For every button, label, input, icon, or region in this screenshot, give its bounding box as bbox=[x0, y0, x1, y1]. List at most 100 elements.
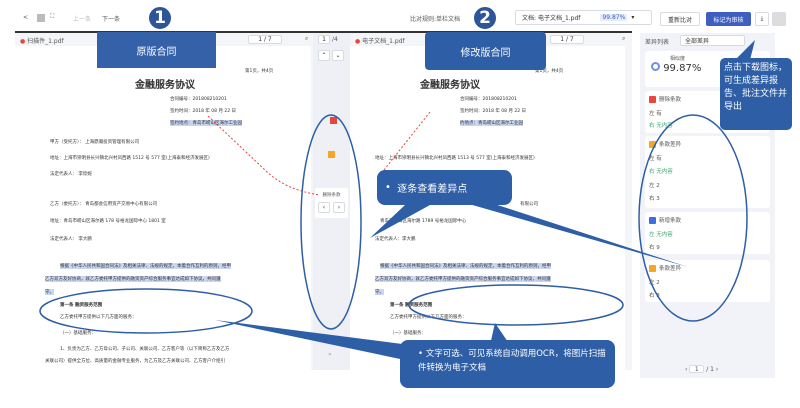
contract-no: 合同编号：201808210201 bbox=[170, 97, 227, 102]
up-arrow-button[interactable]: ⌃ bbox=[318, 50, 330, 61]
mark-done-button[interactable]: 标记为审核 bbox=[706, 12, 751, 26]
doc-line[interactable]: 守。 bbox=[45, 289, 54, 295]
highlight-ellipse bbox=[300, 114, 362, 330]
similarity-value: 99.87% bbox=[651, 62, 770, 74]
badge-2: 2 bbox=[472, 5, 498, 31]
highlight-ellipse bbox=[408, 284, 624, 326]
divider bbox=[15, 31, 632, 33]
prev-button[interactable]: 上一条 bbox=[73, 16, 92, 23]
doc-line: 地址：上海市崇明县长兴镇北兴村凤西路 1513 号 577 室(上海泰和经济发展… bbox=[375, 156, 535, 161]
contract-no: 合同编号：201808210201 bbox=[460, 97, 517, 102]
diff-card[interactable]: 新增条款 左 无内容右 9 bbox=[645, 212, 770, 254]
doc-line: 1、负责为乙方、乙方母公司、子公司、关联公司、乙方客户等（以下简称乙方及乙方 bbox=[60, 347, 230, 352]
doc-label: 文档: bbox=[522, 15, 537, 22]
edit-icon bbox=[649, 141, 656, 148]
diff-filter-select[interactable]: 全部差异 bbox=[680, 35, 745, 46]
chevron-down-icon: ▾ bbox=[631, 14, 635, 21]
edit-diff-icon[interactable] bbox=[328, 151, 335, 158]
diff-connector bbox=[207, 115, 321, 196]
right-file-name: ● 电子文档_1.pdf bbox=[355, 38, 405, 45]
doc-select[interactable]: 文档: 电子文档_1.pdf 99.87% ▾ bbox=[515, 10, 652, 25]
callout-tail bbox=[490, 323, 510, 345]
doc-line: 有限公司 bbox=[520, 202, 538, 207]
doc-title: 金融服务协议 bbox=[420, 80, 480, 91]
highlight-ellipse bbox=[39, 288, 253, 334]
original-contract-label: 原版合同 bbox=[97, 32, 216, 68]
highlight-ellipse bbox=[638, 114, 748, 322]
next-button[interactable]: 下一条 bbox=[102, 16, 121, 23]
similarity-tag: 99.87% bbox=[600, 14, 628, 21]
diff-nav-card: 删除条款 ‹ › bbox=[315, 188, 348, 218]
download-tip: 点击下载图标，可生成差异报告、批注文件并导出 bbox=[720, 58, 792, 130]
header-note: 第1页，共4页 bbox=[535, 69, 564, 74]
ocr-tip: • 文字可选、可见系统自动调用OCR，将图片扫描件转换为电子文档 bbox=[400, 340, 615, 388]
doc-name: 电子文档_1.pdf bbox=[537, 15, 581, 22]
delete-icon bbox=[649, 96, 656, 103]
search-icon[interactable]: ⌕ bbox=[622, 35, 626, 42]
doc-line: （一）基础服务： bbox=[60, 331, 96, 336]
sidebar-pagination: ‹ 1 / 1 › bbox=[685, 365, 719, 373]
doc-line: （一）基础服务： bbox=[390, 331, 426, 336]
doc-line: 地址：上海市崇明县长兴镇北兴村凤西路 1512 号 577 室(上海泰和经济发展… bbox=[50, 156, 210, 161]
ring-icon bbox=[651, 62, 660, 71]
doc-line[interactable]: 根据《中华人民共和国合同法》及相关法律、法规的规定，本着合作互利的原则，经甲 bbox=[380, 263, 551, 269]
doc-line: 关联公司）提供全方位、高质量的金融专业服务，为乙方及乙方关联公司、乙方客户介绍引 bbox=[45, 359, 225, 364]
edit-icon bbox=[649, 265, 656, 272]
nav-total: /4 bbox=[332, 36, 338, 43]
back-icon[interactable]: < bbox=[23, 14, 29, 21]
doc-line: 法定代表人： 李欣妮 bbox=[50, 172, 92, 177]
down-arrow-button[interactable]: ⌄ bbox=[332, 50, 344, 61]
modified-contract-label: 修改版合同 bbox=[425, 32, 546, 70]
single-view-icon[interactable] bbox=[37, 14, 45, 22]
diff-list-label: 差异列表 bbox=[645, 39, 670, 46]
fullscreen-icon[interactable]: ⛶ bbox=[50, 13, 55, 20]
sign-time: 签约时间：2018 年 08 月 22 日 bbox=[170, 109, 237, 114]
doc-line: 地址：青岛市崂山区海尔路 178 号裕龙国际中心 1801 室 bbox=[50, 219, 166, 224]
sign-place[interactable]: 签约地点：青岛市崂山区海尔工业园 bbox=[170, 120, 242, 126]
diff-label: 删除条款 bbox=[322, 193, 341, 198]
delete-diff-icon[interactable] bbox=[330, 117, 337, 124]
add-icon bbox=[649, 217, 656, 224]
sidebar-page-input[interactable]: 1 bbox=[689, 365, 705, 373]
mode-select[interactable]: 比对规则:单栏文档 bbox=[410, 16, 461, 23]
doc-line: 第一条 融资服务范围 bbox=[60, 303, 103, 308]
left-doc-panel: ● 扫描件_1.pdf 1 / 7 ⌕ 第1页，共4页 金融服务协议 合同编号：… bbox=[15, 33, 313, 370]
doc-line[interactable]: 乙方双方友好协商，就乙方委托甲方提供的融资资产综合服务事宜达成如下协议，共同遵 bbox=[45, 276, 221, 282]
badge-1: 1 bbox=[147, 5, 173, 31]
nav-page-input[interactable]: 1 bbox=[318, 35, 330, 44]
recompare-button[interactable]: 重新比对 bbox=[660, 12, 700, 26]
header-note: 第1页，共4页 bbox=[245, 69, 274, 74]
callout-tail bbox=[735, 40, 755, 60]
doc-line: 甲方（受托方）： 上海鼎瀚投资管理有限公司 bbox=[50, 140, 140, 145]
doc-line: 法定代表人： 李大鹏 bbox=[50, 237, 92, 242]
doc-title: 金融服务协议 bbox=[135, 80, 195, 91]
doc-line[interactable]: 根据《中华人民共和国合同法》及相关法律、法规的规定，本着合作互利的原则，经甲 bbox=[60, 263, 231, 269]
doc-line: 乙方（委托方）： 青岛都会信用资产交易中心有限公司 bbox=[50, 202, 158, 207]
left-file-name: ● 扫描件_1.pdf bbox=[20, 38, 64, 45]
doc-line[interactable]: 乙方双方友好协商，就乙方委托甲方提供的融资资产综合服务事宜达成如下协议，共同遵 bbox=[375, 276, 551, 282]
panel-icon[interactable] bbox=[772, 12, 786, 26]
download-icon[interactable]: ⤓ bbox=[755, 12, 769, 26]
similarity-label: 相似度 bbox=[670, 56, 686, 62]
doc-line: 乙方委托甲方提供以下几方面的服务： bbox=[390, 315, 467, 320]
left-doc-page: 第1页，共4页 金融服务协议 合同编号：201808210201 签约时间：20… bbox=[15, 46, 311, 370]
next-diff-button[interactable]: › bbox=[333, 202, 345, 213]
right-page-input[interactable]: 1 / 7 bbox=[550, 35, 584, 44]
doc-line: 青岛市崂山区海尔路 1789 号裕龙国际中心 bbox=[380, 219, 467, 224]
doc-line: 第一条 融资服务范围 bbox=[390, 303, 433, 308]
search-icon[interactable]: ⌕ bbox=[305, 35, 309, 42]
doc-line: 乙方委托甲方提供以下几方面的服务： bbox=[60, 315, 137, 320]
doc-line[interactable]: 守。 bbox=[375, 289, 384, 295]
callout-tail bbox=[455, 196, 688, 267]
diff-nav-strip: 1 /4 ⌃ ⌄ 删除条款 ‹ › » bbox=[313, 33, 350, 370]
left-page-input[interactable]: 1 / 7 bbox=[248, 35, 282, 44]
prev-diff-button[interactable]: ‹ bbox=[318, 202, 330, 213]
diff-connector bbox=[379, 111, 431, 176]
sign-place[interactable]: 约地点：青岛崂山区海尔工业园 bbox=[460, 120, 523, 126]
doc-line: 法定代表人：李大鹏 bbox=[375, 237, 416, 242]
step-tip: • 逐条查看差异点 bbox=[377, 170, 512, 205]
collapse-icon[interactable]: » bbox=[328, 351, 332, 358]
